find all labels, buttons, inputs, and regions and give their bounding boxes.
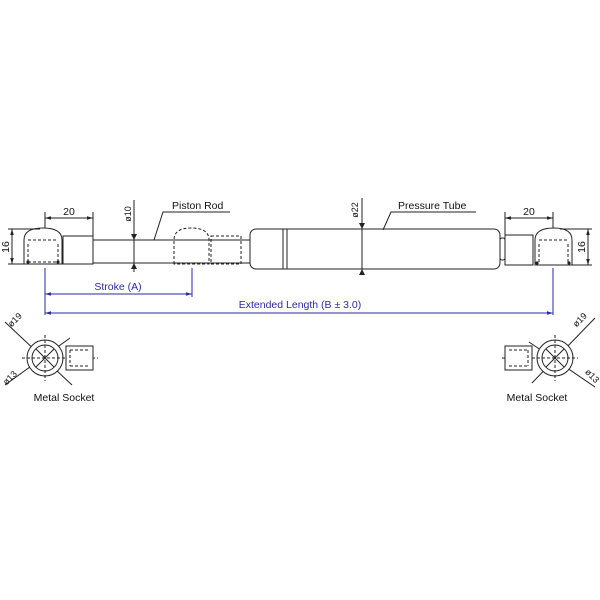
rod-diameter-label: ø10 [123,206,133,222]
dimension-end-height-left: 16 [0,228,40,265]
socket-inner-diameter-left: ø13 [1,369,19,387]
tube-diameter-label: ø22 [350,202,360,218]
right-end-fitting [504,227,573,266]
pressure-tube-label: Pressure Tube [398,200,466,212]
left-end-fitting [23,227,94,265]
socket-view-right: ø19 ø13 Metal Socket [502,311,600,404]
pressure-tube [249,228,506,270]
end-length-right-label: 20 [523,206,535,218]
metal-socket-right-label: Metal Socket [507,392,568,404]
dimension-rod-diameter: ø10 [123,200,137,272]
end-height-right-label: 16 [576,241,588,253]
dimension-end-length-right: 20 [504,206,554,235]
dimension-tube-diameter: ø22 [350,198,365,275]
piston-rod-label: Piston Rod [172,200,224,212]
dimension-extended-length: Extended Length (B ± 3.0) [45,268,554,315]
pressure-tube-callout: Pressure Tube [382,200,476,231]
end-height-left-label: 16 [0,241,12,253]
piston-rod-callout: Piston Rod [153,200,230,241]
extended-length-label: Extended Length (B ± 3.0) [239,299,362,311]
socket-outer-diameter-left: ø19 [6,311,24,329]
piston-rod [92,239,254,264]
dimension-end-height-right: 16 [560,228,592,266]
dimension-end-length-left: 20 [44,206,94,236]
retracted-socket-outline [173,227,242,265]
stroke-label: Stroke (A) [94,281,141,293]
metal-socket-left-label: Metal Socket [34,392,95,404]
socket-inner-diameter-right: ø13 [583,367,600,385]
dimension-stroke: Stroke (A) [44,268,193,315]
socket-view-left: ø19 ø13 Metal Socket [1,311,98,404]
end-length-left-label: 20 [63,206,75,218]
socket-outer-diameter-right: ø19 [571,311,589,329]
